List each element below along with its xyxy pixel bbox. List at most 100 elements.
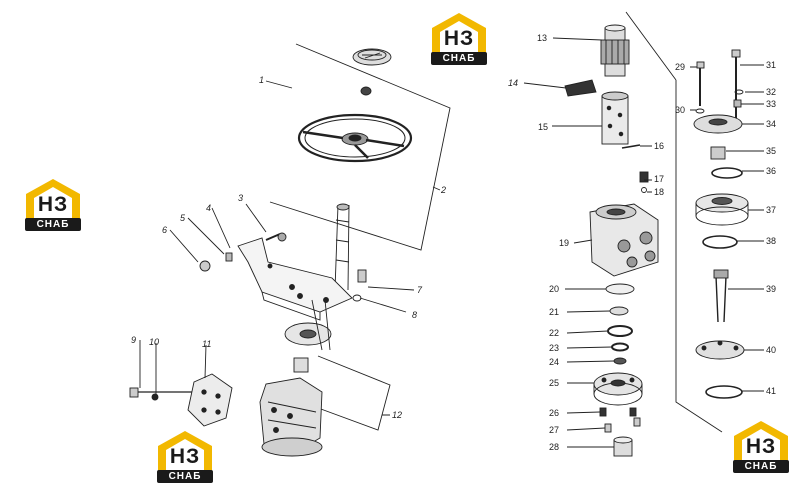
label-29: 29 — [675, 62, 685, 72]
spacer-part — [733, 99, 742, 108]
label-4: 4 — [206, 203, 211, 213]
label-23: 23 — [549, 343, 559, 353]
retaining-ring-part — [613, 357, 627, 365]
logo-caption: СНАБ — [733, 460, 789, 473]
label-8: 8 — [412, 310, 417, 320]
label-16: 16 — [654, 141, 664, 151]
logo-letters: НЗ — [745, 435, 777, 458]
label-18: 18 — [654, 187, 664, 197]
label-38: 38 — [766, 236, 776, 246]
label-39: 39 — [766, 284, 776, 294]
end-plate-part — [693, 114, 743, 134]
spool-part — [600, 24, 630, 77]
rotor-set-part — [695, 193, 749, 226]
label-22: 22 — [549, 328, 559, 338]
label-19: 19 — [559, 238, 569, 248]
logo-caption: СНАБ — [25, 218, 81, 231]
sleeve-part — [601, 91, 629, 145]
gerotor-part — [593, 372, 643, 406]
mounting-bracket-part — [237, 237, 353, 321]
label-40: 40 — [766, 345, 776, 355]
label-25: 25 — [549, 378, 559, 388]
steering-unit-housing-part — [259, 377, 323, 457]
right-part-labels: 13 14 15 16 17 18 19 20 21 22 23 24 25 2… — [508, 33, 776, 452]
bushing-part — [710, 146, 726, 160]
label-13: 13 — [537, 33, 547, 43]
long-screw-part — [731, 49, 741, 118]
logo-caption: СНАБ — [157, 470, 213, 483]
steering-wheel-frame — [269, 43, 451, 251]
label-33: 33 — [766, 99, 776, 109]
label-1: 1 — [259, 75, 264, 85]
label-35: 35 — [766, 146, 776, 156]
end-cap-bolt-part — [599, 407, 641, 433]
centering-spring-part — [564, 79, 597, 97]
label-24: 24 — [549, 357, 559, 367]
watermark-logo-left: НЗ СНАБ — [22, 176, 84, 232]
house-roof-icon — [734, 421, 788, 462]
drive-shaft-part — [713, 269, 729, 323]
screw-washer-part — [695, 108, 705, 114]
label-27: 27 — [549, 425, 559, 435]
coupling-part — [293, 357, 309, 373]
cover-seal-part — [705, 385, 743, 399]
label-28: 28 — [549, 442, 559, 452]
plate-part — [605, 283, 635, 295]
label-32: 32 — [766, 87, 776, 97]
label-3: 3 — [238, 193, 243, 203]
logo-letters: НЗ — [37, 193, 69, 216]
cross-pin-part — [621, 144, 641, 149]
label-6: 6 — [162, 225, 167, 235]
long-bolt-part — [129, 387, 200, 401]
label-30: 30 — [675, 105, 685, 115]
logo-letters: НЗ — [169, 445, 201, 468]
end-cover-part — [695, 340, 745, 360]
label-15: 15 — [538, 122, 548, 132]
watermark-logo-bottom: НЗ СНАБ — [154, 428, 216, 484]
label-7: 7 — [417, 285, 423, 295]
ring-part — [609, 306, 629, 316]
house-roof-icon — [158, 431, 212, 472]
steering-column-frame — [309, 355, 391, 431]
logo-letters: НЗ — [443, 27, 475, 50]
logo-caption: СНАБ — [431, 52, 487, 65]
label-17: 17 — [654, 174, 664, 184]
left-part-labels: 1 2 3 4 5 6 7 8 9 10 11 12 — [131, 75, 446, 420]
label-12: 12 — [392, 410, 402, 420]
exploded-assembly-frame — [625, 11, 723, 433]
label-9: 9 — [131, 335, 136, 345]
seal-washer-part — [734, 89, 744, 95]
label-5: 5 — [180, 213, 186, 223]
seal-ring-part — [711, 167, 743, 179]
horn-cap-part — [352, 48, 392, 66]
rotor-seal-part — [702, 235, 738, 249]
label-36: 36 — [766, 166, 776, 176]
label-20: 20 — [549, 284, 559, 294]
label-37: 37 — [766, 205, 776, 215]
valve-housing-part — [589, 203, 659, 277]
label-34: 34 — [766, 119, 776, 129]
watermark-logo-top: НЗ СНАБ — [428, 10, 490, 66]
label-21: 21 — [549, 307, 559, 317]
steering-wheel-part — [297, 113, 413, 163]
side-bolt-part — [352, 269, 367, 302]
label-26: 26 — [549, 408, 559, 418]
label-41: 41 — [766, 386, 776, 396]
steering-shaft-part — [334, 203, 350, 291]
screw-part — [696, 61, 705, 106]
label-10: 10 — [149, 337, 159, 347]
watermark-logo-right: НЗ СНАБ — [730, 418, 792, 474]
washer-nut-part — [199, 252, 233, 272]
cover-plate-part — [187, 373, 233, 427]
nut-part — [360, 86, 372, 96]
check-valve-part — [639, 171, 649, 193]
small-o-ring-part — [611, 342, 629, 352]
o-ring-part — [607, 325, 633, 337]
label-31: 31 — [766, 60, 776, 70]
house-roof-icon — [432, 13, 486, 54]
bolt-part — [265, 232, 287, 242]
house-roof-icon — [26, 179, 80, 220]
lower-flange-part — [284, 299, 332, 351]
